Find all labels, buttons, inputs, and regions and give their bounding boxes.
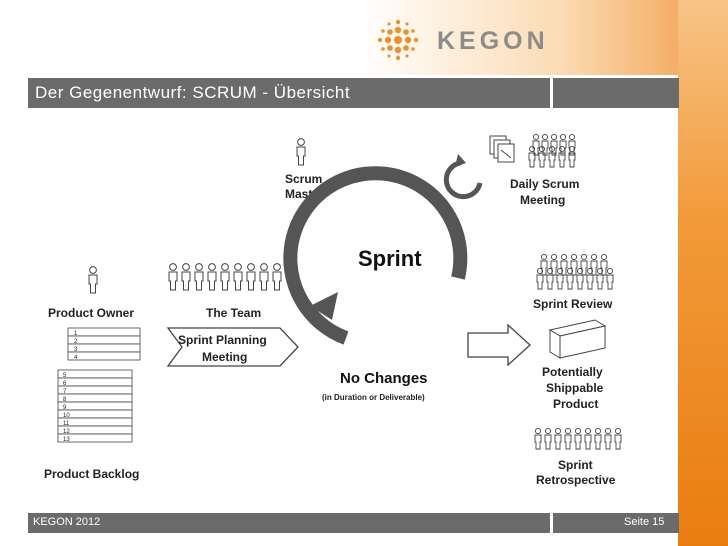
potentially-label-3: Product xyxy=(553,397,598,411)
sprint-planning-label-2: Meeting xyxy=(202,350,247,364)
daily-scrum-label-2: Meeting xyxy=(520,193,565,207)
logo-text: KEGON xyxy=(437,27,549,55)
backlog-item-10: 10 xyxy=(63,413,70,419)
daily-scrum-team-icon xyxy=(528,133,576,168)
kegon-logo-icon xyxy=(377,19,419,61)
retro-label-2: Retrospective xyxy=(536,473,616,487)
no-changes-label: No Changes xyxy=(340,370,428,387)
slide-title: Der Gegenentwurf: SCRUM - Übersicht xyxy=(35,83,351,102)
sprint-label: Sprint xyxy=(358,246,422,271)
side-stripe xyxy=(678,0,728,546)
sprint-planning-label-1: Sprint Planning xyxy=(178,333,267,347)
sprint-review-label: Sprint Review xyxy=(533,297,613,311)
title-bar-right xyxy=(553,78,679,108)
scrum-master-icon xyxy=(296,138,306,166)
retro-label-1: Sprint xyxy=(558,458,593,472)
sprint-review-team-icon xyxy=(536,253,614,290)
potentially-label-2: Shippable xyxy=(546,381,604,395)
title-bar xyxy=(28,78,550,108)
sprint-loop-arrow xyxy=(283,166,468,345)
backlog-item-4: 4 xyxy=(74,355,78,361)
backlog-item-9: 9 xyxy=(63,405,67,411)
sprint-planning-arrow xyxy=(166,327,299,367)
daily-scrum-label-1: Daily Scrum xyxy=(510,177,579,191)
footer-company: KEGON 2012 xyxy=(33,516,101,528)
backlog-item-2: 2 xyxy=(74,339,78,345)
footer-page-number: Seite 15 xyxy=(624,516,665,528)
backlog-item-8: 8 xyxy=(63,397,67,403)
team-icon xyxy=(168,263,282,291)
product-owner-label: Product Owner xyxy=(48,306,134,320)
backlog-item-3: 3 xyxy=(74,347,78,353)
backlog-item-13: 13 xyxy=(63,437,70,443)
footer-bar xyxy=(28,513,550,533)
backlog-item-11: 11 xyxy=(63,421,70,427)
backlog-item-7: 7 xyxy=(63,389,67,395)
product-owner-icon xyxy=(88,266,98,294)
backlog-item-6: 6 xyxy=(63,381,67,387)
daily-scrum-docs-icon xyxy=(489,135,515,163)
retrospective-team-icon xyxy=(534,427,622,450)
scrum-diagram: Scrum Master Daily Scrum Meeting Sprint … xyxy=(44,133,622,487)
scrum-master-label-1: Scrum xyxy=(285,172,322,186)
product-backlog-list: 1 2 3 4 5 6 7 8 9 10 11 12 13 xyxy=(57,327,141,443)
backlog-item-5: 5 xyxy=(63,373,67,379)
product-backlog-label: Product Backlog xyxy=(44,467,139,481)
daily-loop-arrow xyxy=(443,160,483,200)
backlog-item-12: 12 xyxy=(63,429,70,435)
product-box-icon xyxy=(548,319,607,359)
footer-bar-right xyxy=(553,513,679,533)
no-changes-note: (in Duration or Deliverable) xyxy=(322,393,425,402)
backlog-item-1: 1 xyxy=(74,331,78,337)
the-team-label: The Team xyxy=(206,306,261,320)
potentially-label-1: Potentially xyxy=(542,365,603,379)
header-gradient xyxy=(360,0,728,75)
deliver-arrow xyxy=(467,323,531,367)
